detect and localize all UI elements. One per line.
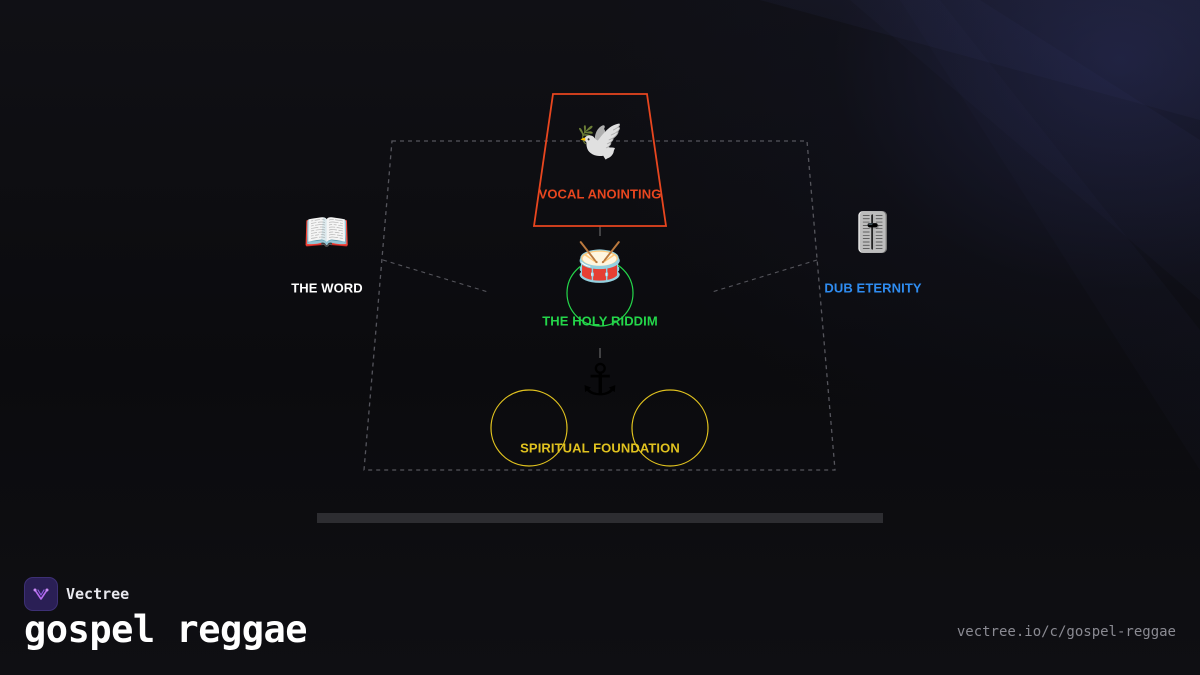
connector-dub [711,259,818,293]
holy-riddim-circle [566,259,634,327]
anchor-icon: ⚓ [580,355,620,406]
connector-word [382,259,489,293]
vocal-anointing-shape [532,93,668,227]
holy-riddim-label: THE HOLY RIDDIM [542,313,658,329]
page-url-link[interactable]: vectree.io/c/gospel-reggae [956,624,1176,640]
foundation-right-circle [631,389,709,467]
open-book-icon: 📖 [303,210,351,254]
brand[interactable]: Vectree [24,577,129,611]
vectree-logo-icon [24,577,58,611]
dub-eternity-label: DUB ETERNITY [824,280,922,296]
drum-icon: 🥁 [576,240,624,284]
level-slider-icon: 🎚️ [849,210,897,254]
page-title: gospel reggae [24,608,308,651]
the-word-label: THE WORD [291,280,363,296]
outer-frame [363,140,836,471]
dove-icon: 🕊️ [576,118,624,162]
brand-name: Vectree [66,585,130,603]
base-bar [317,513,883,523]
spiritual-foundation-label: SPIRITUAL FOUNDATION [520,440,680,456]
foundation-left-circle [490,389,568,467]
vocal-anointing-label: VOCAL ANOINTING [538,186,662,202]
